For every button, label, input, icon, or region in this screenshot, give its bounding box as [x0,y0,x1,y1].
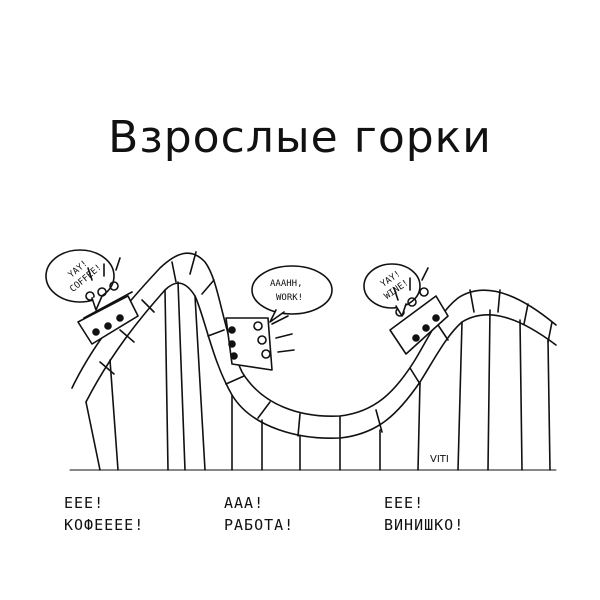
track-tie [99,361,115,375]
support-pillar [177,281,186,471]
cart-right [389,267,449,355]
track-tie [189,251,197,275]
support-pillar [457,321,463,471]
speech-bubble-right [363,263,421,309]
comic-title: Взрослые горки [108,112,492,163]
track-tie [207,329,225,337]
track-tie [375,409,383,433]
track-tie [523,303,529,325]
track-tie [171,261,177,283]
track-tie [497,289,501,313]
support-pillar [519,319,523,471]
track-tie [141,299,155,313]
caption-middle-line1: ААА! [224,494,265,512]
cart-middle [225,315,295,371]
track-tie [409,367,421,385]
support-pillar [109,359,119,471]
support-pillar [417,381,421,471]
track-tie [119,329,135,343]
track-tie [225,375,245,385]
support-pillar [194,295,206,471]
artist-signature: VITI [430,454,449,465]
bubble-middle-line1: AAAHH, [270,279,303,289]
track-tie [297,413,301,437]
track-tie [201,279,215,295]
caption-left-line1: ЕЕЕ! [64,494,105,512]
coaster-track-top-rail [71,252,557,417]
speech-bubble-left [45,249,115,303]
speech-bubble-middle [251,265,333,315]
support-pillar [487,309,491,471]
track-tie [469,289,475,313]
track-tie [547,321,553,343]
caption-middle: ААА! РАБОТА! [224,492,294,536]
support-pillar [547,339,551,471]
caption-left-line2: КОФЕЕЕЕ! [64,516,145,534]
track-tie [257,401,271,419]
caption-left: ЕЕЕ! КОФЕЕЕЕ! [64,492,144,536]
caption-right-line1: ЕЕЕ! [384,494,425,512]
caption-right-line2: ВИНИШКО! [384,516,465,534]
bubble-middle-line2: WORK! [276,293,303,303]
support-pillar [164,289,169,471]
support-pillar [85,401,101,471]
caption-middle-line2: РАБОТА! [224,516,295,534]
cart-left [77,257,139,345]
caption-right: ЕЕЕ! ВИНИШКО! [384,492,464,536]
